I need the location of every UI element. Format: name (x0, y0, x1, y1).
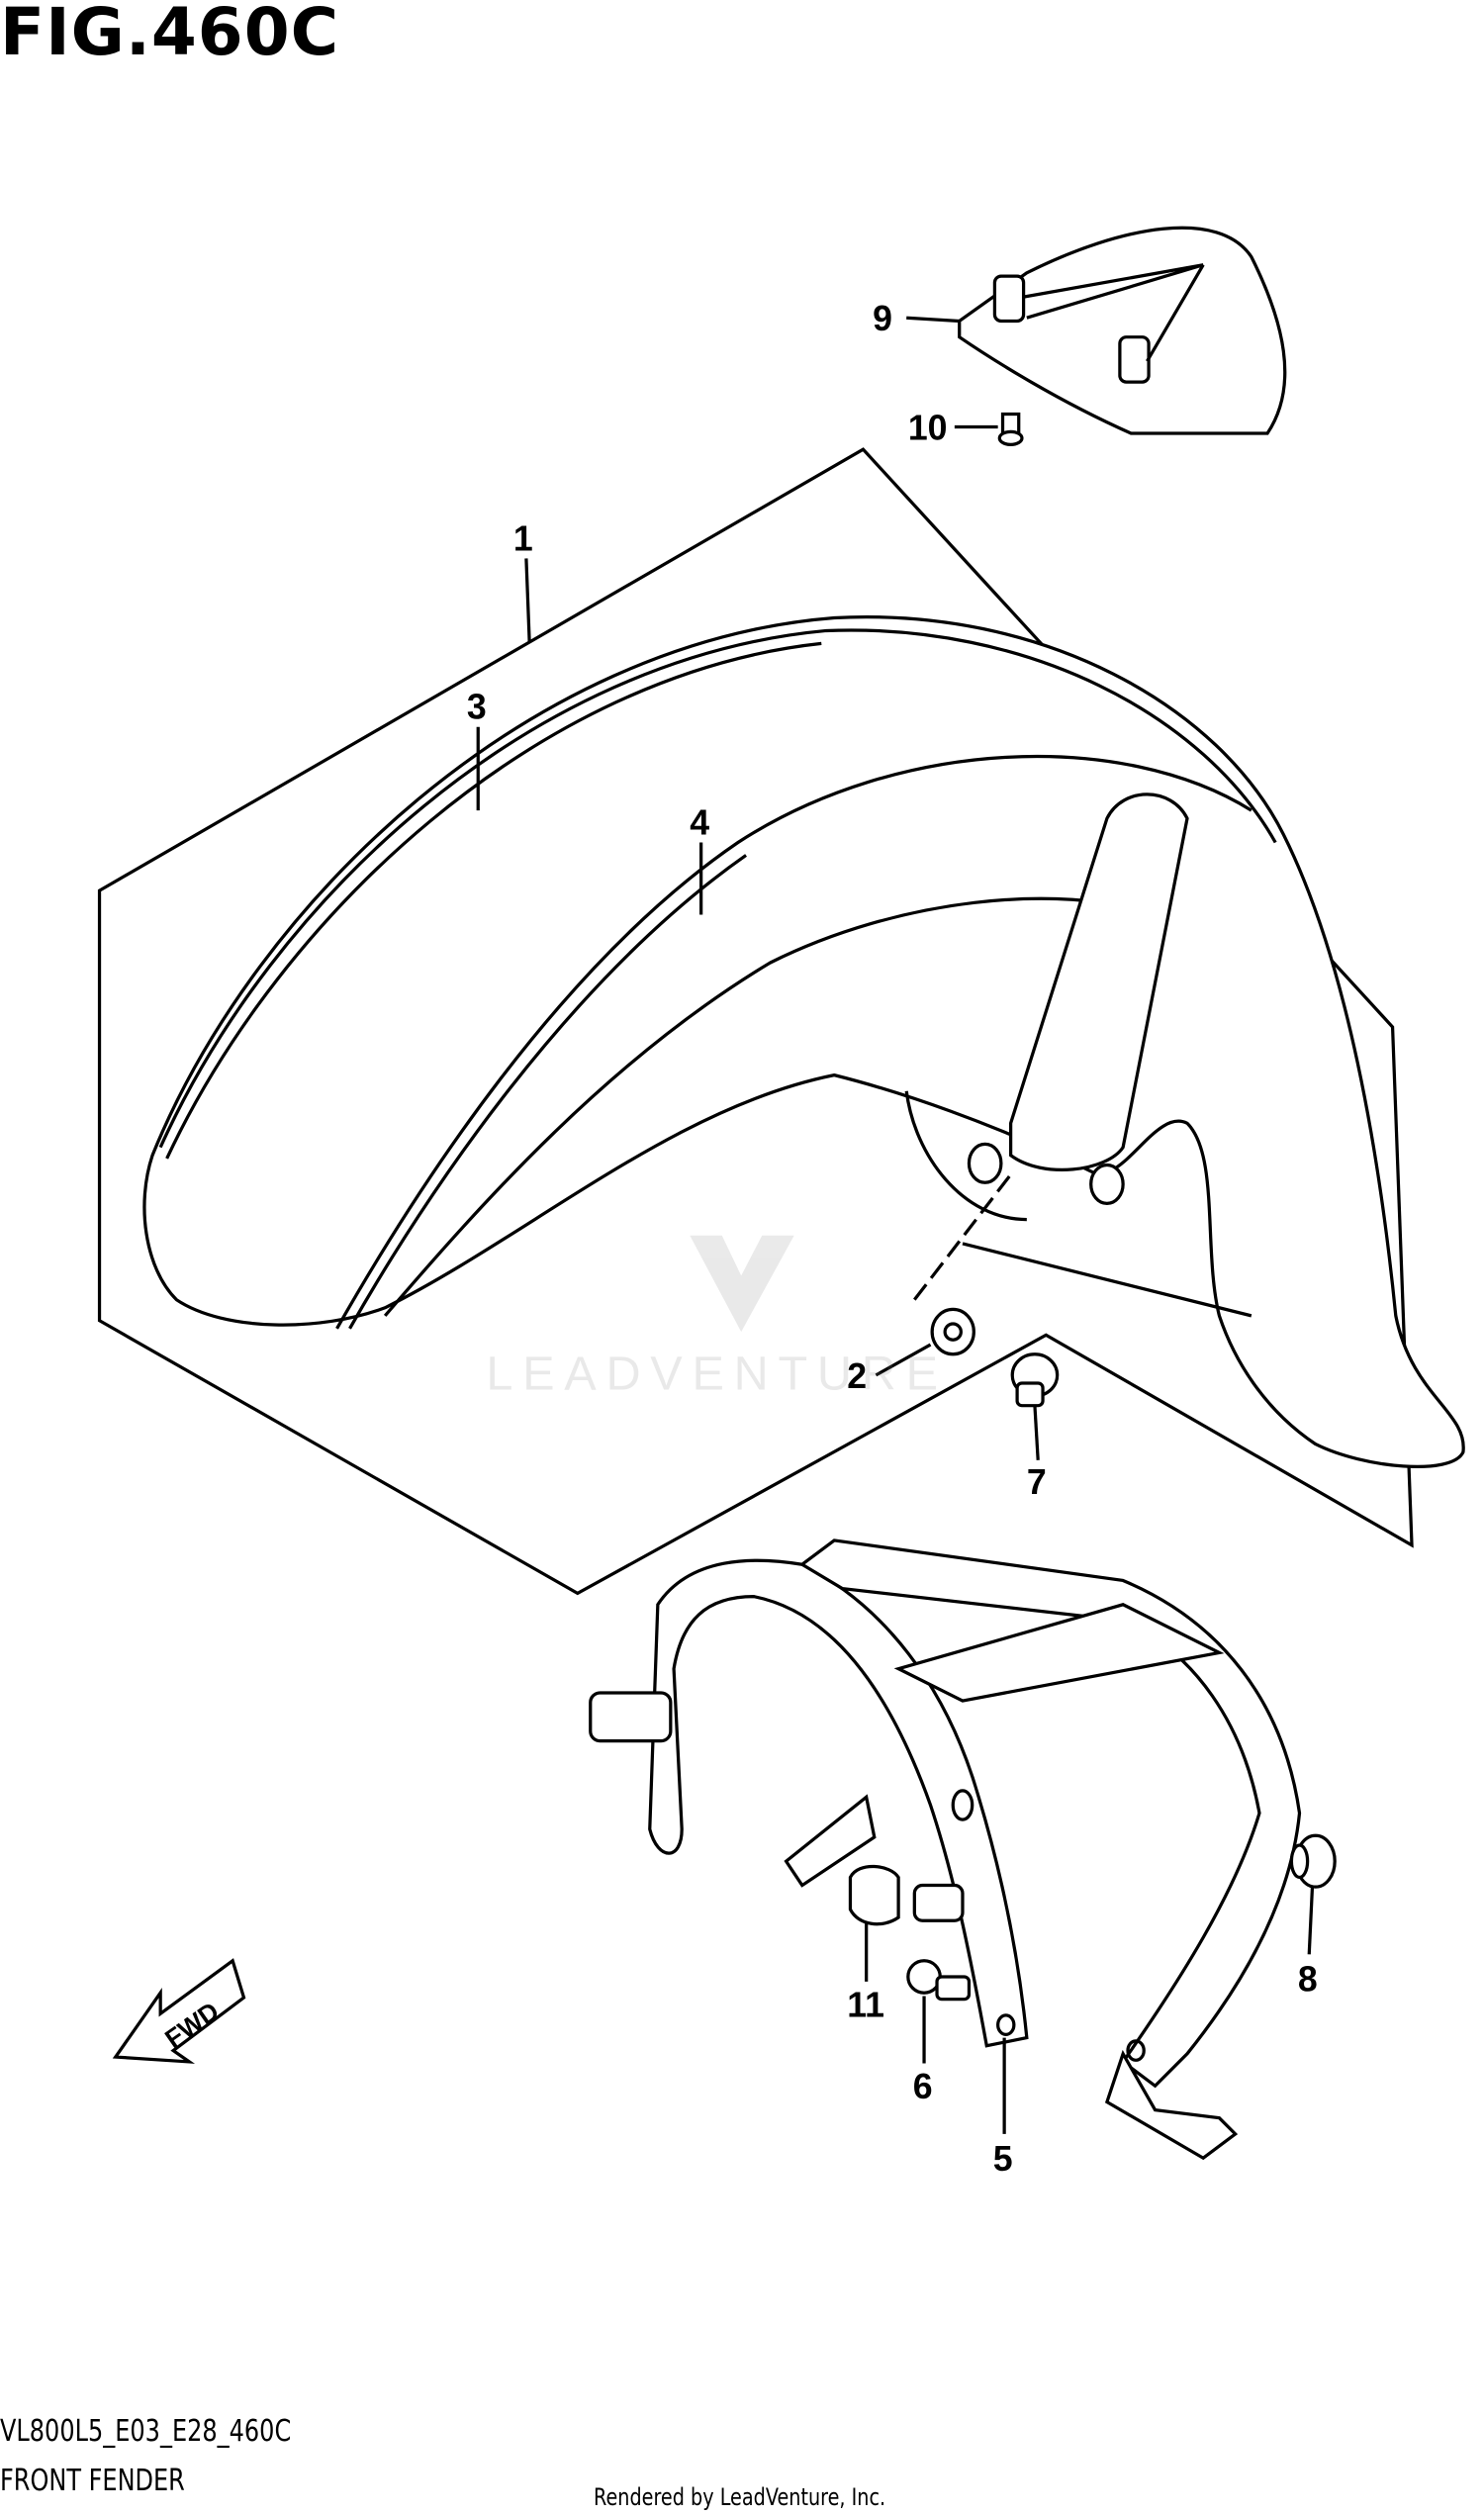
section-name: FRONT FENDER (0, 2464, 185, 2498)
callout-9: 9 (873, 299, 892, 338)
figure-title: FIG.460C (0, 0, 340, 70)
fender-brace-part-5[interactable] (589, 1538, 1302, 2161)
callout-5: 5 (993, 2139, 1013, 2179)
assembly-outline (97, 447, 1414, 1596)
spacer-part-11[interactable] (848, 1864, 900, 1926)
callout-2: 2 (847, 1356, 867, 1396)
callout-7: 7 (1027, 1462, 1047, 1502)
washer-hole (943, 1322, 963, 1342)
callout-8: 8 (1298, 1960, 1318, 2000)
front-fender[interactable] (142, 615, 1465, 1469)
callout-10: 10 (908, 408, 948, 447)
cap-part-8[interactable] (1289, 1833, 1337, 1889)
model-code: VL800L5_E03_E28_460C (0, 2414, 292, 2449)
cushion-part-7[interactable] (1010, 1352, 1060, 1408)
render-credit: Rendered by LeadVenture, Inc. (594, 2483, 886, 2511)
leadventure-watermark: LEADVENTURE (486, 1235, 947, 1400)
bolt-part-6[interactable] (906, 1959, 972, 2002)
watermark-text: LEADVENTURE (486, 1347, 947, 1400)
callout-11: 11 (847, 1986, 884, 2025)
callout-6: 6 (913, 2067, 933, 2106)
callout-4: 4 (690, 802, 709, 842)
leader-lines (476, 316, 1315, 2134)
washer-part-2[interactable] (930, 1307, 975, 1356)
fender-cover-part-9[interactable] (958, 226, 1287, 435)
callout-1: 1 (513, 518, 533, 558)
forward-direction-arrow: FWD (112, 1958, 246, 2064)
callout-3: 3 (467, 688, 487, 727)
screw-part-10[interactable] (997, 412, 1024, 446)
